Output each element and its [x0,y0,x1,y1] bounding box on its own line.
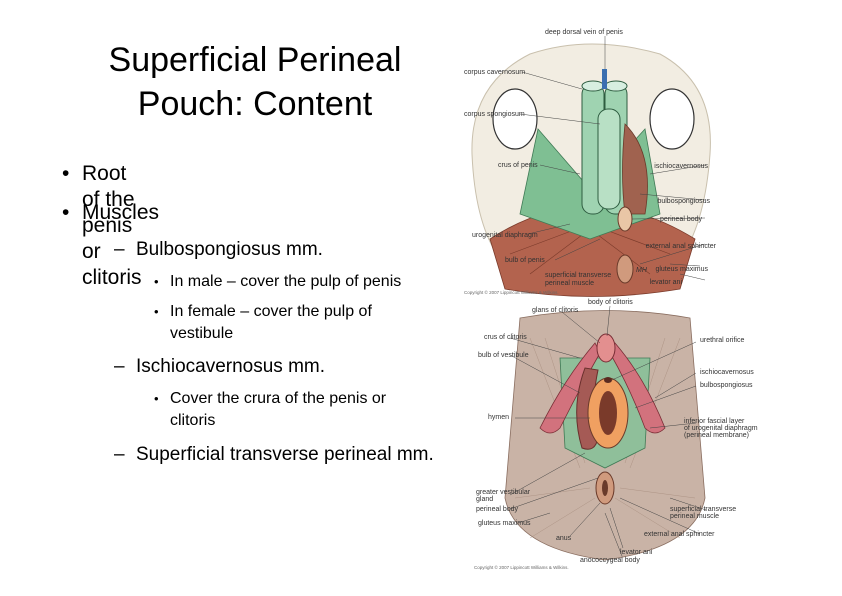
label-gluteus-maximus: gluteus maximus [655,266,708,273]
label-greater-vestibular-1: greater vestibular [476,489,531,496]
label-perineal-body-female: perineal body [476,506,519,513]
label-superficial-transverse-1: superficial transverse [545,272,611,279]
label-inferior-fascial-1: inferior fascial layer [684,418,745,425]
label-corpus-spongiosum: corpus spongiosum [464,111,525,118]
male-figure-copyright: Copyright © 2007 Lippincott Williams & W… [464,289,559,295]
label-urethral-orifice: urethral orifice [700,337,744,344]
title-line-2: Pouch: Content [137,85,373,123]
label-bulb-of-penis: bulb of penis [505,257,545,264]
sub-bullet-ischiocavernosus: Ischiocavernosus mm. [114,354,436,379]
bullet-root: Root of the penis or clitoris [62,161,141,291]
female-perineum-figure: body of clitoris glans of clitoris crus … [470,298,760,572]
label-ischiocavernosus: ischiocavernosus [654,163,708,170]
title-line-1: Superficial Perineal [108,41,402,79]
label-inferior-fascial-3: (perineal membrane) [684,432,749,439]
label-gluteus-maximus-female: gluteus maximus [478,520,531,527]
artist-signature: MH [636,267,648,274]
label-ischiocavernosus-female: ischiocavernosus [700,369,754,376]
label-crus-of-clitoris: crus of clitoris [484,334,527,341]
label-deep-dorsal-vein: deep dorsal vein of penis [545,29,623,36]
label-crus-of-penis: crus of penis [498,162,538,169]
label-external-anal-sphincter: external anal sphincter [646,243,717,250]
label-levator-ani-female: levator ani [620,549,653,556]
label-superficial-transverse-female-2: perineal muscle [670,513,719,520]
label-body-of-clitoris: body of clitoris [588,299,633,306]
sub-sub-bullet-female: In female – cover the pulp of vestibule [154,301,435,345]
bullet-muscles: Muscles [62,200,159,226]
label-bulb-of-vestibule: bulb of vestibule [478,352,529,359]
female-perineum-illustration: body of clitoris glans of clitoris crus … [474,299,758,570]
sub-bullet-transverse: Superficial transverse perineal mm. [114,442,436,467]
label-hymen: hymen [488,414,509,421]
label-greater-vestibular-2: gland [476,496,493,503]
label-bulbospongiosus: bulbospongiosus [657,198,710,205]
sub-sub-bullet-crura: Cover the crura of the penis or clitoris [154,388,435,432]
male-perineum-illustration: deep dorsal vein of penis corpus caverno… [464,29,717,297]
label-urogenital-diaphragm: urogenital diaphragm [472,232,538,239]
label-corpus-cavernosum: corpus cavernosum [464,69,525,76]
label-superficial-transverse-2: perineal muscle [545,280,594,287]
label-bulbospongiosus-female: bulbospongiosus [700,382,753,389]
label-levator-ani: levator ani [650,279,683,286]
male-perineum-figure: deep dorsal vein of penis corpus caverno… [460,24,720,298]
label-anus: anus [556,535,572,542]
sub-bullet-bulbospongiosus: Bulbospongiosus mm. [114,237,436,262]
label-glans-of-clitoris: glans of clitoris [532,307,579,314]
label-external-anal-sphincter-female: external anal sphincter [644,531,715,538]
female-figure-copyright: Copyright © 2007 Lippincott Williams & W… [474,564,569,570]
label-inferior-fascial-2: of urogenital diaphragm [684,425,758,432]
label-superficial-transverse-female-1: superficial transverse [670,506,736,513]
label-anococcygeal-body: anococcygeal body [580,557,640,564]
slide-title: Superficial Perineal Pouch: Content [70,38,440,126]
label-perineal-body: perineal body [660,216,703,223]
sub-sub-bullet-male: In male – cover the pulp of penis [154,271,435,293]
